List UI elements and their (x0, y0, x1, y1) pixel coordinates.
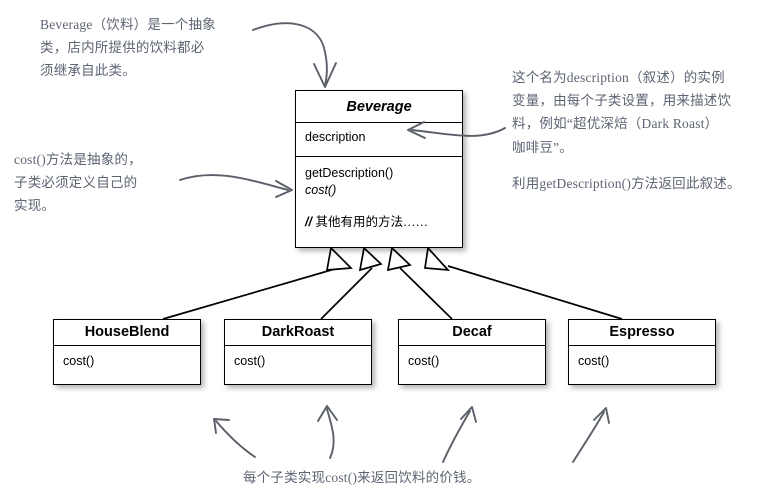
method-getdescription: getDescription() (305, 166, 394, 180)
class-methods-espresso: cost() (569, 346, 715, 384)
class-name-darkroast: DarkRoast (225, 320, 371, 346)
class-box-espresso[interactable]: Espresso cost() (568, 319, 716, 385)
method-cost-abstract: cost() (305, 182, 337, 197)
annotation-arrowhead-top (313, 62, 337, 88)
class-methods-darkroast: cost() (225, 346, 371, 384)
annotation-arrow-left (179, 174, 289, 191)
inheritance-arrowhead-espresso (424, 246, 451, 272)
annotation-arrowhead-bottom-4 (593, 407, 610, 424)
class-box-decaf[interactable]: Decaf cost() (398, 319, 546, 385)
annotation-right-getdescription: 利用getDescription()方法返回此叙述。 (512, 176, 741, 191)
class-name-decaf: Decaf (399, 320, 545, 346)
annotation-arrowhead-description (407, 121, 426, 139)
method-cost-espresso: cost() (578, 354, 610, 368)
attribute-description: description (305, 130, 366, 144)
annotation-arrow-bottom-2 (326, 408, 335, 459)
inheritance-arrowhead-decaf (386, 246, 412, 272)
methods-comment: // 其他有用的方法…… (305, 211, 454, 230)
class-name-espresso: Espresso (569, 320, 715, 346)
class-methods-houseblend: cost() (54, 346, 200, 384)
annotation-right-description: 这个名为description（叙述）的实例 变量，由每个子类设置，用来描述饮 … (512, 70, 732, 155)
class-methods-decaf: cost() (399, 346, 545, 384)
annotation-arrow-description (411, 127, 506, 137)
class-box-houseblend[interactable]: HouseBlend cost() (53, 319, 201, 385)
method-cost-houseblend: cost() (63, 354, 95, 368)
class-box-beverage[interactable]: Beverage description getDescription() co… (295, 90, 463, 248)
annotation-arrow-top (252, 22, 328, 87)
class-methods-beverage: getDescription() cost() // 其他有用的方法…… (296, 157, 462, 247)
method-cost-darkroast: cost() (234, 354, 266, 368)
inheritance-line-decaf (399, 267, 453, 320)
inheritance-line-espresso (447, 265, 623, 320)
inheritance-arrowhead-darkroast (358, 246, 383, 272)
annotation-arrowhead-left (275, 180, 293, 198)
method-cost-decaf: cost() (408, 354, 440, 368)
inheritance-line-houseblend (162, 265, 346, 320)
annotation-bottom-cost: 每个子类实现cost()来返回饮料的价钱。 (243, 470, 481, 485)
comment-slashes: // (305, 214, 312, 229)
class-box-darkroast[interactable]: DarkRoast cost() (224, 319, 372, 385)
annotation-arrowhead-bottom-2 (317, 405, 338, 422)
comment-text: 其他有用的方法…… (315, 214, 428, 229)
inheritance-arrowhead-houseblend (325, 246, 353, 271)
inheritance-line-darkroast (320, 267, 373, 320)
class-name-beverage: Beverage (296, 91, 462, 123)
annotation-top-left: Beverage（饮料）是一个抽象 类，店内所提供的饮料都必 须继承自此类。 (40, 17, 216, 79)
annotation-arrow-bottom-4 (572, 411, 605, 463)
annotation-left-cost: cost()方法是抽象的， 子类必须定义自己的 实现。 (14, 152, 142, 214)
annotation-arrow-bottom-1 (215, 420, 256, 458)
class-name-houseblend: HouseBlend (54, 320, 200, 346)
annotation-arrowhead-bottom-3 (460, 406, 477, 423)
annotation-arrowhead-bottom-1 (213, 418, 230, 434)
annotation-arrow-bottom-3 (442, 410, 471, 463)
class-attributes-beverage: description (296, 123, 462, 157)
